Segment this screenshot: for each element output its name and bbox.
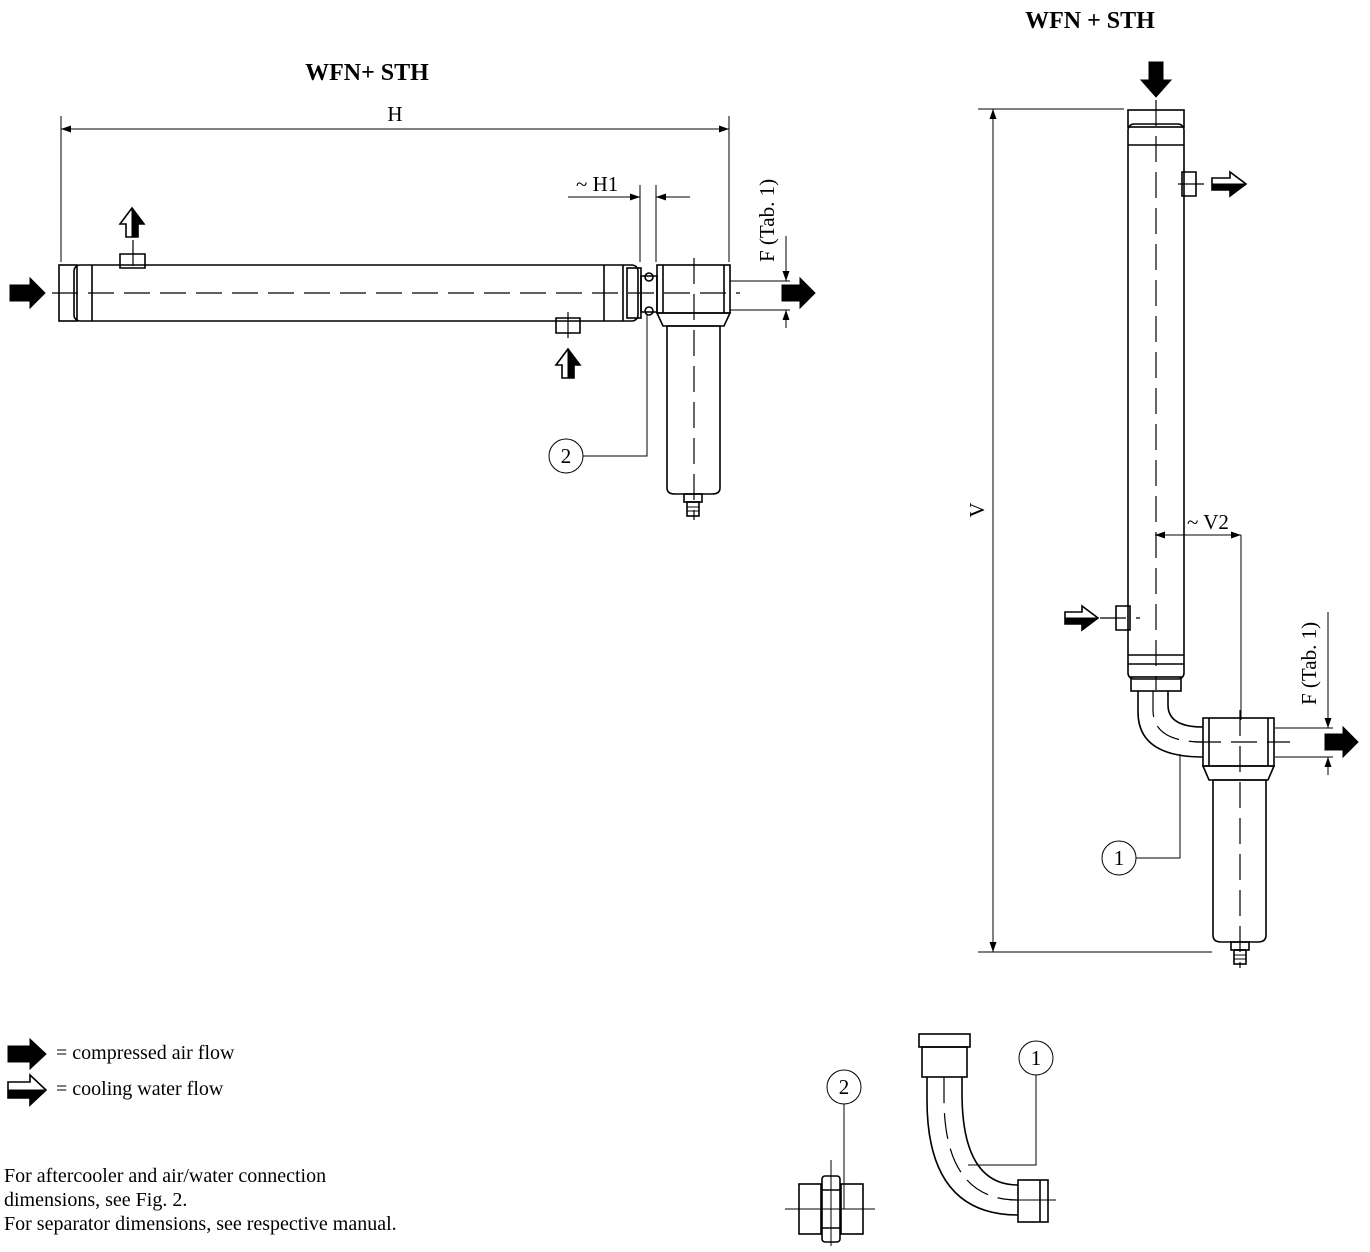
compressed-air-arrow-out-vertical	[1324, 725, 1359, 759]
compressed-air-arrow-in-vertical	[1139, 61, 1173, 98]
note-line-2: dimensions, see Fig. 2.	[4, 1189, 188, 1211]
aftercooler-horizontal	[52, 240, 740, 520]
svg-text:1: 1	[1114, 846, 1125, 870]
legend-cooling-water-text: = cooling water flow	[56, 1078, 224, 1100]
note-line-3: For separator dimensions, see respective…	[4, 1213, 397, 1235]
dimension-v-label: V	[965, 502, 989, 517]
compressed-air-arrow-in	[9, 276, 46, 310]
cooling-water-arrow-right-lower	[1064, 604, 1100, 632]
legend-compressed-air-icon	[7, 1037, 47, 1071]
compressed-air-arrow-out	[781, 276, 816, 310]
dimension-h1-label: ~ H1	[576, 172, 618, 196]
legend-compressed-air-text: = compressed air flow	[56, 1042, 235, 1064]
callout-2-nipple: 2	[839, 1075, 850, 1099]
dimension-v2: ~ V2	[1155, 510, 1242, 720]
dimension-v: V	[965, 108, 1212, 953]
aftercooler-vertical	[1100, 100, 1290, 968]
cooling-water-arrow-up	[118, 206, 146, 238]
part-elbow: 1	[918, 1033, 1056, 1223]
callout-1-elbow: 1	[1031, 1046, 1042, 1070]
note-line-1: For aftercooler and air/water connection	[4, 1165, 327, 1187]
vertical-arrangement: WFN + STH V ~ V2 F (Tab. 1)	[965, 8, 1359, 968]
dimension-h: H	[60, 102, 730, 262]
dimension-f-label-vertical: F (Tab. 1)	[1297, 622, 1321, 705]
svg-text:2: 2	[561, 444, 572, 468]
dimension-h1: ~ H1	[568, 172, 690, 262]
part-nipple: 2	[785, 1069, 875, 1246]
dimension-f-horizontal: F (Tab. 1)	[730, 179, 790, 328]
dimension-f-label: F (Tab. 1)	[755, 179, 779, 262]
dimension-f-vertical: F (Tab. 1)	[1275, 612, 1333, 775]
horizontal-arrangement: WFN+ STH H ~ H1 F (Tab. 1)	[9, 60, 816, 520]
horizontal-title: WFN+ STH	[305, 60, 429, 86]
vertical-title: WFN + STH	[1025, 8, 1155, 34]
legend-cooling-water-icon	[7, 1073, 48, 1107]
callout-1-vertical: 1	[1101, 754, 1181, 876]
cooling-water-arrow-up-lower	[554, 347, 582, 379]
cooling-water-arrow-right-upper	[1211, 170, 1248, 198]
dimension-h-label: H	[387, 102, 402, 126]
callout-2-horizontal: 2	[548, 314, 648, 474]
dimension-v2-label: ~ V2	[1187, 510, 1229, 534]
